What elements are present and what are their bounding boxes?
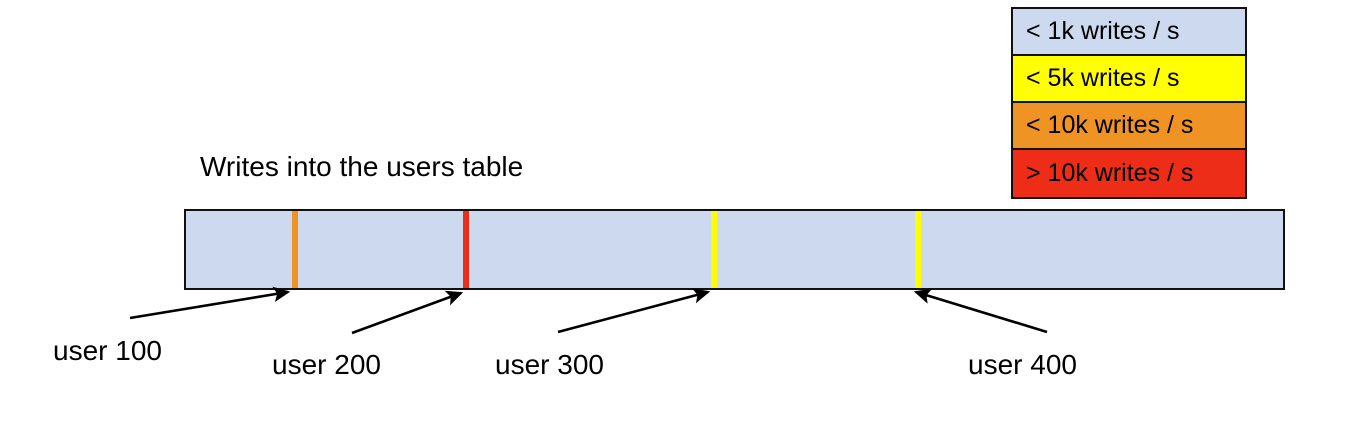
legend-row-under-10k: < 10k writes / s: [1013, 103, 1245, 150]
label-user-100: user 100: [53, 335, 162, 366]
label-user-200: user 200: [272, 349, 381, 380]
diagram-title: Writes into the users table: [200, 151, 524, 182]
legend-row-under-1k: < 1k writes / s: [1013, 9, 1245, 56]
legend-row-over-10k: > 10k writes / s: [1013, 150, 1245, 197]
arrow-user-200: [351, 290, 464, 335]
arrow-user-100: [129, 286, 291, 320]
legend-label-under-1k: < 1k writes / s: [1026, 17, 1180, 45]
label-user-300: user 300: [495, 349, 604, 380]
stripe-user-200: [463, 211, 469, 288]
users-table-bar: [184, 209, 1285, 290]
arrow-user-400: [913, 288, 1048, 334]
legend: < 1k writes / s < 5k writes / s < 10k wr…: [1011, 7, 1247, 199]
arrow-user-300: [557, 288, 711, 334]
stripe-user-300: [711, 211, 717, 288]
legend-row-under-5k: < 5k writes / s: [1013, 56, 1245, 103]
legend-label-over-10k: > 10k writes / s: [1026, 159, 1194, 187]
legend-label-under-5k: < 5k writes / s: [1026, 64, 1180, 92]
stripe-user-100: [292, 211, 298, 288]
label-user-400: user 400: [968, 349, 1077, 380]
stripe-user-400: [915, 211, 921, 288]
legend-label-under-10k: < 10k writes / s: [1026, 111, 1194, 139]
